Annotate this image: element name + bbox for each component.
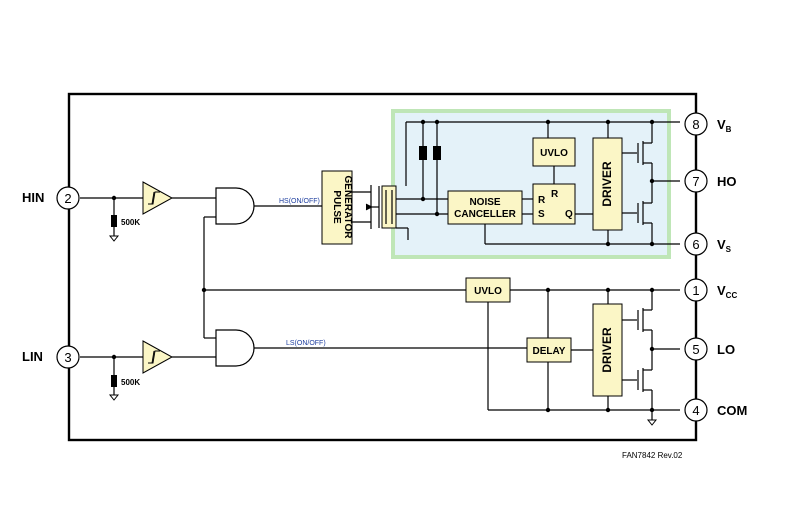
rs-latch-q: Q	[565, 209, 573, 220]
pulse-generator-block	[321, 170, 353, 245]
hin-resistor-label: 500K	[121, 218, 140, 227]
hin-input-path: 500K HS(ON/OFF)	[80, 181, 322, 242]
pin-lin: 3 LIN	[22, 345, 80, 369]
rs-latch-s: S	[538, 209, 545, 220]
lin-input-path: 500K LS(ON/OFF)	[80, 329, 527, 401]
pin-hin: 2 HIN	[22, 186, 80, 210]
revision-footer: FAN7842 Rev.02	[622, 451, 683, 460]
hin-pulldown-resistor	[111, 215, 117, 227]
level-shifter	[352, 122, 448, 240]
hs-signal-label: HS(ON/OFF)	[279, 198, 320, 205]
pin-com-label: COM	[717, 403, 747, 418]
delay-label: DELAY	[533, 346, 566, 357]
hs-resistor-1	[419, 146, 427, 160]
pin-vs-label: VS	[717, 237, 732, 254]
uvlo-high-label: UVLO	[540, 148, 568, 159]
low-side-output-stage	[622, 290, 680, 410]
pin-lin-number: 3	[64, 350, 71, 365]
noise-canceller-label-1: NOISE	[469, 197, 500, 208]
pin-vb-number: 8	[692, 117, 699, 132]
uvlo-high-block	[532, 137, 576, 167]
pin-ho-number: 7	[692, 174, 699, 189]
vs-rail	[484, 224, 680, 245]
ground-icon	[108, 394, 120, 401]
noise-canceller-label-2: CANCELLER	[454, 209, 516, 220]
pin-vs-number: 6	[692, 237, 699, 252]
pin-vcc: 1 VCC	[684, 278, 737, 302]
pin-ho-label: HO	[717, 174, 737, 189]
pin-ho: 7 HO	[684, 169, 737, 193]
pin-vs: 6 VS	[684, 232, 732, 256]
schmitt-trigger-icon	[148, 191, 160, 205]
pin-com-number: 4	[692, 403, 699, 418]
rs-latch-r2: R	[551, 189, 559, 200]
pin-lo-label: LO	[717, 342, 735, 357]
ground-icon	[646, 419, 658, 426]
pin-vb-label: VB	[717, 117, 732, 134]
pin-hin-number: 2	[64, 191, 71, 206]
driver-low-label: DRIVER	[600, 327, 614, 373]
rs-latch-r: R	[538, 195, 546, 206]
uvlo-low-block	[465, 277, 511, 303]
pin-hin-label: HIN	[22, 190, 44, 205]
hs-resistor-2	[433, 146, 441, 160]
lin-resistor-label: 500K	[121, 378, 140, 387]
rs-latch-block	[532, 183, 576, 225]
pulse-generator-label-2: GENERATOR	[342, 176, 353, 240]
schmitt-trigger-icon	[148, 350, 160, 364]
lin-and-gate	[215, 329, 255, 367]
hin-schmitt-buffer	[142, 181, 174, 215]
com-rail	[488, 407, 680, 426]
pin-vcc-label: VCC	[717, 283, 737, 300]
pin-vcc-number: 1	[692, 283, 699, 298]
high-side-region	[391, 109, 671, 259]
pin-vb: 8 VB	[684, 112, 732, 136]
noise-canceller-block	[447, 190, 523, 225]
pin-lin-label: LIN	[22, 349, 43, 364]
high-side-output-stage	[605, 122, 680, 247]
ls-signal-label: LS(ON/OFF)	[286, 340, 326, 347]
pulse-generator-label-1: PULSE	[331, 190, 342, 224]
lin-pulldown-resistor	[111, 375, 117, 387]
ground-icon	[108, 235, 120, 242]
pin-lo-number: 5	[692, 342, 699, 357]
hin-and-gate	[215, 187, 255, 225]
pin-lo: 5 LO	[684, 337, 735, 361]
lin-schmitt-buffer	[142, 340, 174, 374]
pin-com: 4 COM	[684, 398, 747, 422]
package-outline	[67, 92, 698, 442]
driver-high-label: DRIVER	[600, 161, 614, 207]
uvlo-low-label: UVLO	[474, 286, 502, 297]
